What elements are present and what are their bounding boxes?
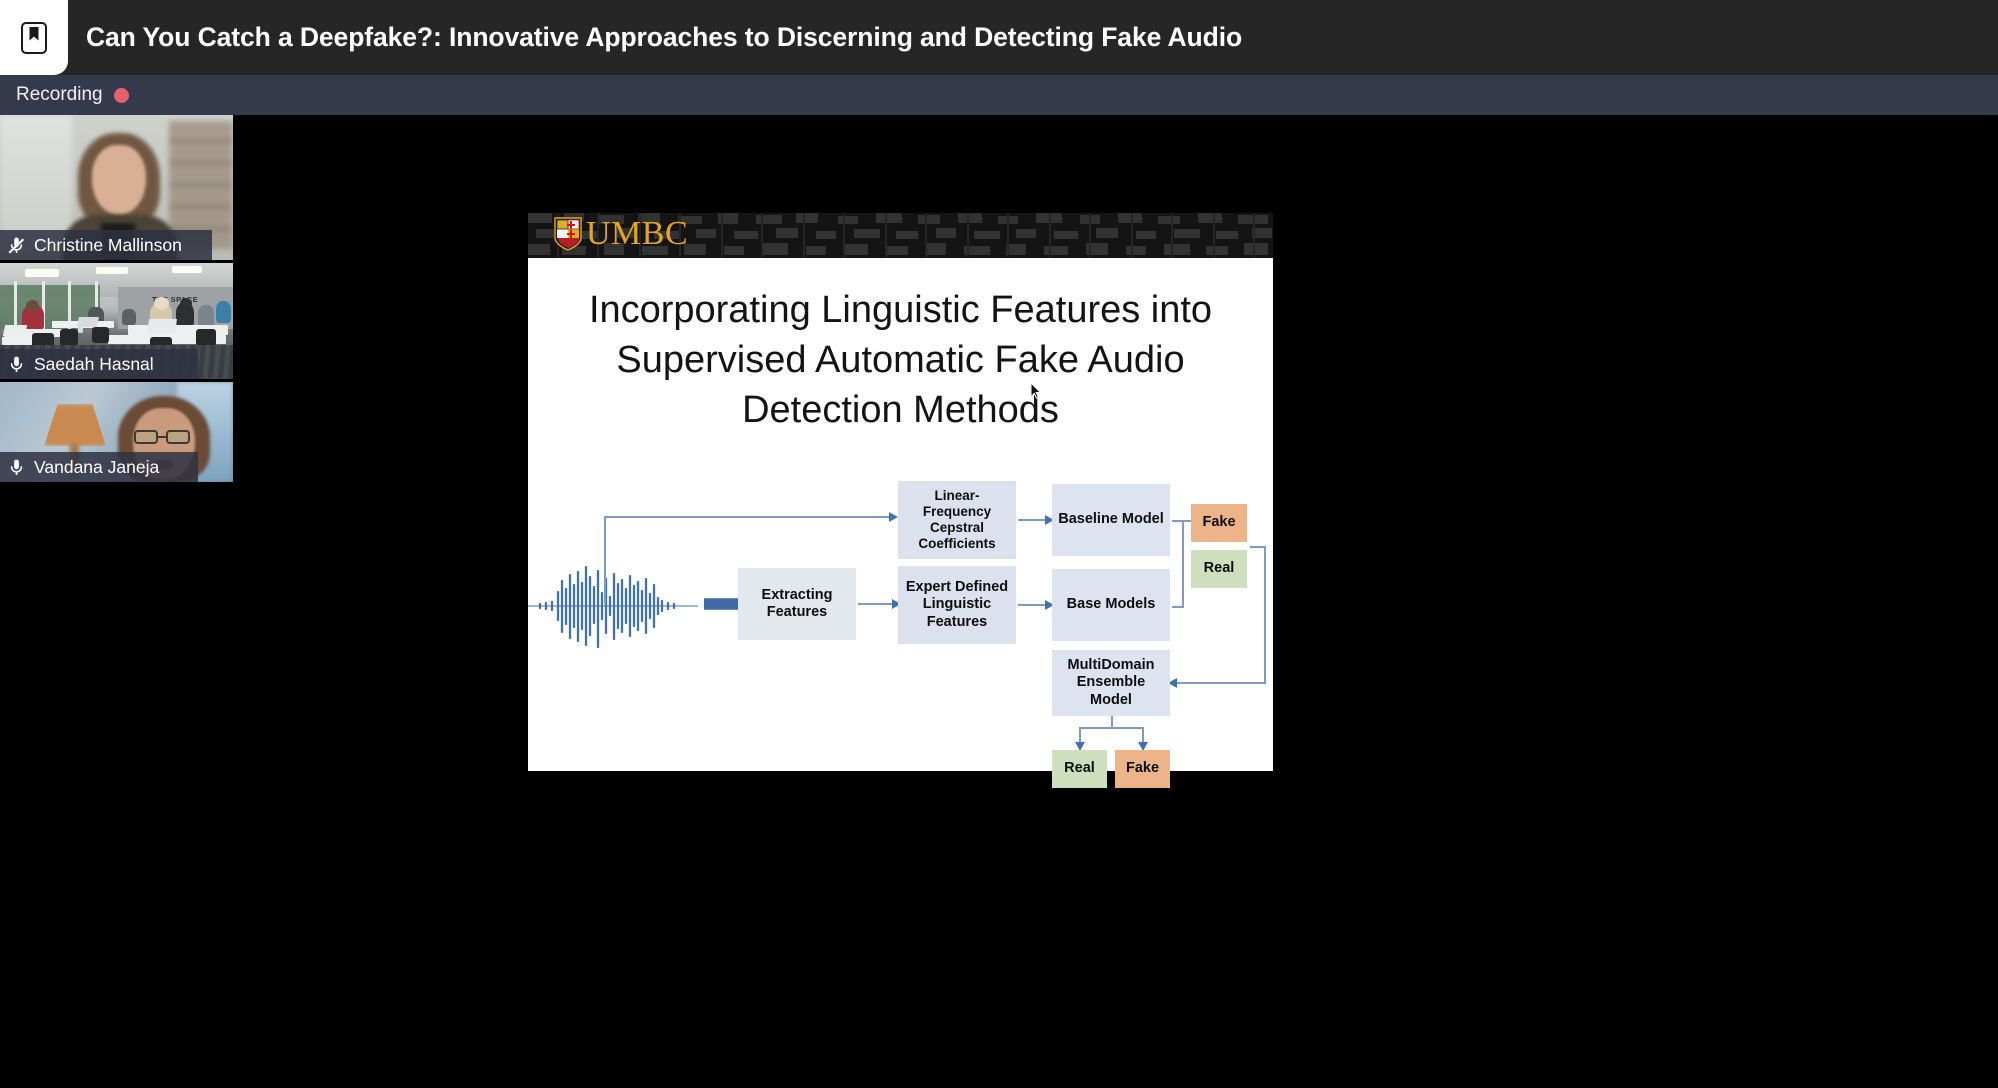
participant-name: Vandana Janeja — [34, 456, 160, 477]
box-output-real-bottom: Real — [1052, 750, 1107, 788]
connector-line — [1079, 727, 1081, 743]
connector-line — [604, 516, 606, 604]
arrow-head-icon — [1138, 742, 1148, 751]
connector-line — [1264, 546, 1266, 683]
audio-waveform-icon — [528, 565, 698, 649]
title-bar: Can You Catch a Deepfake?: Innovative Ap… — [0, 0, 1998, 75]
arrow-head-icon — [1045, 600, 1054, 610]
slide-header: UMBC — [528, 213, 1273, 258]
shared-slide: UMBC Incorporating Linguistic Features i… — [528, 213, 1273, 788]
participant-tile[interactable]: Christine Mallinson — [0, 115, 233, 260]
box-label: Fake — [1202, 514, 1236, 531]
connector-line — [858, 603, 893, 605]
slide-title-line: Supervised Automatic Fake Audio — [616, 339, 1185, 381]
page-title: Can You Catch a Deepfake?: Innovative Ap… — [86, 22, 1243, 52]
participant-name-bar: Saedah Hasnal — [0, 349, 198, 379]
maryland-flag-pattern — [528, 213, 1273, 258]
mic-muted-icon — [8, 236, 25, 255]
participant-name-bar: Christine Mallinson — [0, 230, 212, 260]
recording-bar: Recording — [0, 75, 1998, 115]
connector-line — [1142, 727, 1144, 743]
arrow-head-icon — [1075, 742, 1085, 751]
slide-title-line: Incorporating Linguistic Features into — [588, 289, 1213, 331]
participant-name-bar: Vandana Janeja — [0, 452, 198, 482]
box-output-fake-bottom: Fake — [1115, 750, 1170, 788]
box-label: Real — [1064, 760, 1095, 777]
participant-tile[interactable]: THE SPACE — [0, 263, 233, 379]
participant-name: Saedah Hasnal — [34, 353, 154, 374]
umbc-shield-icon — [554, 217, 582, 251]
arrow-head-icon — [889, 512, 898, 522]
mic-on-icon — [8, 355, 25, 374]
box-label: Base Models — [1066, 596, 1156, 613]
bookmark-tab-button[interactable] — [0, 0, 68, 75]
mic-on-icon — [8, 458, 25, 477]
connector-line — [1018, 519, 1046, 521]
slide-title: Incorporating Linguistic Features into S… — [564, 285, 1237, 435]
box-label: Baseline Model — [1058, 511, 1164, 528]
slide-title-line: Detection Methods — [742, 389, 1059, 431]
connector-line — [1182, 520, 1184, 607]
box-baseline-model: Baseline Model — [1052, 484, 1170, 556]
mouse-cursor — [1030, 382, 1042, 399]
umbc-logo: UMBC — [554, 217, 688, 251]
connector-line — [1079, 727, 1144, 729]
connector-line — [1111, 716, 1113, 728]
slide-body: Incorporating Linguistic Features into S… — [528, 258, 1273, 788]
recording-label: Recording — [16, 84, 103, 105]
box-label: Real — [1203, 560, 1235, 577]
connector-line — [1176, 682, 1266, 684]
box-label: Fake — [1125, 760, 1160, 777]
participant-tile[interactable]: Vandana Janeja — [0, 382, 233, 482]
box-output-fake-top: Fake — [1191, 504, 1247, 542]
connector-line — [604, 516, 890, 518]
connector-line — [1250, 546, 1266, 548]
arrow-head-icon — [892, 599, 901, 609]
bookmark-icon — [21, 21, 47, 54]
box-output-real-top: Real — [1191, 550, 1247, 588]
connector-line — [1018, 604, 1046, 606]
participant-name: Christine Mallinson — [34, 234, 182, 255]
recording-indicator-icon — [113, 87, 129, 103]
arrow-head-icon — [1045, 515, 1054, 525]
connector-line — [1172, 606, 1184, 608]
arrow-head-icon — [1168, 678, 1177, 688]
participant-rail: Christine Mallinson THE SPACE — [0, 115, 233, 570]
umbc-wordmark: UMBC — [586, 215, 689, 252]
box-base-models: Base Models — [1052, 569, 1170, 641]
